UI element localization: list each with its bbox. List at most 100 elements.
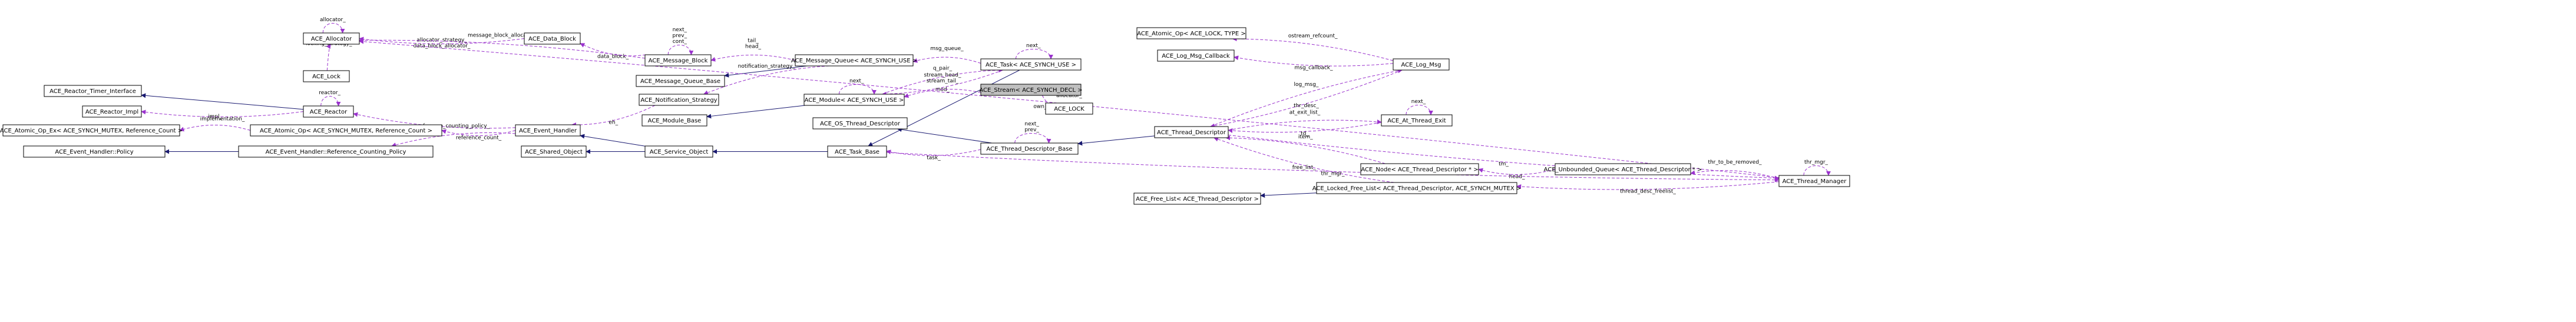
edge-label-eh: eh_ bbox=[609, 120, 618, 126]
node-service-object[interactable]: ACE_Service_Object bbox=[644, 145, 713, 158]
node-label: ACE_Locked_Free_List< ACE_Thread_Descrip… bbox=[1312, 185, 1522, 192]
node-reactor-timer-interface[interactable]: ACE_Reactor_Timer_Interface bbox=[44, 85, 142, 97]
edge-label-tail-head-1: tail_ bbox=[748, 38, 759, 44]
node-eh-policy[interactable]: ACE_Event_Handler::Policy bbox=[23, 145, 166, 158]
node-free-list[interactable]: ACE_Free_List< ACE_Thread_Descriptor > bbox=[1133, 192, 1261, 205]
node-event-handler[interactable]: ACE_Event_Handler bbox=[515, 124, 581, 137]
node-label: ACE_Thread_Descriptor bbox=[1157, 130, 1226, 136]
node-box bbox=[980, 58, 1082, 71]
edge-at-thread-exit-to-thread-descriptor bbox=[1228, 122, 1382, 133]
edge-label-allocator-big: allocator_ bbox=[1056, 93, 1082, 99]
node-stream[interactable]: ACE_Stream< ACE_SYNCH_DECL > bbox=[979, 84, 1083, 96]
edge-label-task: task_ bbox=[927, 155, 941, 161]
node-module-base[interactable]: ACE_Module_Base bbox=[641, 114, 707, 127]
edge-label-at-exit-list: at_exit_list_ bbox=[1289, 109, 1321, 115]
node-label: ACE_Node< ACE_Thread_Descriptor * > bbox=[1361, 167, 1478, 173]
edge-reactor-to-reactor-impl bbox=[141, 109, 304, 117]
node-label: ACE_Event_Handler::Reference_Counting_Po… bbox=[266, 149, 406, 155]
edge-label-at-exit-next: next_ bbox=[1411, 99, 1426, 105]
node-data-block[interactable]: ACE_Data_Block bbox=[524, 32, 581, 45]
node-task-base[interactable]: ACE_Task_Base bbox=[827, 145, 887, 158]
edge-label-allocator-self: allocator_ bbox=[320, 17, 346, 23]
edge-thread-descriptor-to-thread-manager bbox=[1228, 134, 1780, 181]
edge-label-msg-queue: msg_queue_ bbox=[930, 46, 964, 52]
node-shared-object[interactable]: ACE_Shared_Object bbox=[521, 145, 587, 158]
node-label: ACE_Thread_Manager bbox=[1783, 178, 1847, 185]
edge-service-object-to-event-handler bbox=[580, 134, 646, 147]
node-label: ACE_Module< ACE_SYNCH_USE > bbox=[805, 97, 904, 104]
node-module[interactable]: ACE_Module< ACE_SYNCH_USE > bbox=[803, 94, 905, 106]
edge-label-log-msg: log_msg_ bbox=[1294, 82, 1319, 88]
node-message-queue[interactable]: ACE_Message_Queue< ACE_SYNCH_USE > bbox=[791, 54, 917, 67]
node-os-thread-descriptor[interactable]: ACE_OS_Thread_Descriptor bbox=[812, 117, 908, 130]
edge-event-handler-to-atomic-op-ref bbox=[441, 129, 516, 136]
edge-lock-to-allocator bbox=[326, 44, 331, 71]
node-label: ACE_Log_Msg bbox=[1401, 62, 1441, 68]
node-box bbox=[1157, 49, 1235, 62]
edge-label-thr-mgr: thr_mgr_ bbox=[1321, 171, 1345, 177]
node-lock[interactable]: ACE_Lock bbox=[303, 70, 350, 82]
node-label: ACE_Reactor_Timer_Interface bbox=[49, 88, 136, 95]
node-eh-ref-policy[interactable]: ACE_Event_Handler::Reference_Counting_Po… bbox=[238, 145, 434, 158]
edge-locked-free-list-to-thread-descriptor bbox=[1213, 137, 1394, 183]
node-label: ACE_Event_Handler::Policy bbox=[55, 149, 133, 155]
edge-message-queue-to-message-block bbox=[710, 55, 796, 62]
edge-label-thread-desc-freelist: thread_desc_freelist_ bbox=[1620, 189, 1676, 195]
node-label: ACE_LOCK bbox=[1054, 106, 1084, 112]
edge-module-to-module bbox=[839, 84, 877, 95]
node-box bbox=[238, 145, 434, 158]
node-label: ACE_Shared_Object bbox=[525, 149, 583, 155]
node-box bbox=[980, 142, 1079, 155]
node-reactor[interactable]: ACE_Reactor bbox=[303, 105, 354, 118]
node-label: ACE_Log_Msg_Callback bbox=[1162, 53, 1230, 59]
node-log-msg[interactable]: ACE_Log_Msg bbox=[1393, 58, 1450, 71]
edge-label-mod: mod_ bbox=[935, 87, 950, 93]
edge-label-reactor-self: reactor_ bbox=[319, 90, 340, 96]
node-log-msg-callback[interactable]: ACE_Log_Msg_Callback bbox=[1157, 49, 1235, 62]
edge-label-ostream-refcount: ostream_refcount_ bbox=[1288, 34, 1338, 39]
node-node-td[interactable]: ACE_Node< ACE_Thread_Descriptor * > bbox=[1360, 163, 1479, 175]
node-label: ACE_Thread_Descriptor_Base bbox=[986, 146, 1072, 152]
edge-label-next-prev-cont-1: next_ bbox=[673, 27, 687, 33]
node-box bbox=[1154, 126, 1229, 138]
node-at-thread-exit[interactable]: ACE_At_Thread_Exit bbox=[1381, 114, 1453, 127]
node-atomic-op-ex[interactable]: ACE_Atomic_Op_Ex< ACE_SYNCH_MUTEX, Refer… bbox=[0, 124, 183, 137]
node-box bbox=[795, 54, 914, 67]
node-label: ACE_At_Thread_Exit bbox=[1387, 118, 1446, 124]
edge-at-thread-exit-to-at-thread-exit bbox=[1406, 105, 1433, 115]
edge-label-free-list: free_list_ bbox=[1292, 165, 1316, 171]
node-box bbox=[521, 145, 587, 158]
node-box bbox=[303, 70, 350, 82]
edge-label-q-pair: q_pair_ bbox=[933, 66, 953, 72]
edge-label-tdb-next-prev-1: next_ bbox=[1024, 121, 1039, 127]
edge-label-allocator-strategy-2: data_block_allocator_ bbox=[414, 44, 471, 49]
node-label: ACE_Reactor_Impl bbox=[85, 109, 138, 115]
node-unbounded-queue[interactable]: ACE_Unbounded_Queue< ACE_Thread_Descript… bbox=[1544, 163, 1702, 175]
node-box bbox=[1316, 182, 1517, 194]
node-allocator[interactable]: ACE_Allocator bbox=[303, 32, 360, 45]
edge-module-to-task bbox=[882, 68, 1004, 95]
node-atomic-op-lock[interactable]: ACE_Atomic_Op< ACE_LOCK, TYPE > bbox=[1136, 27, 1246, 39]
node-thread-descriptor-base[interactable]: ACE_Thread_Descriptor_Base bbox=[980, 142, 1079, 155]
node-thread-manager[interactable]: ACE_Thread_Manager bbox=[1778, 175, 1850, 187]
node-box bbox=[303, 105, 354, 118]
edge-node-td-to-thread-descriptor bbox=[1225, 135, 1385, 164]
node-locked-free-list[interactable]: ACE_Locked_Free_List< ACE_Thread_Descrip… bbox=[1312, 182, 1522, 194]
edge-label-message-block-allocator: message_block_allocator_ bbox=[468, 33, 537, 39]
node-ace-lock-macro[interactable]: ACE_LOCK bbox=[1045, 102, 1093, 115]
node-reactor-impl[interactable]: ACE_Reactor_Impl bbox=[82, 105, 142, 118]
node-message-block[interactable]: ACE_Message_Block bbox=[644, 54, 712, 67]
node-box bbox=[2, 124, 180, 137]
node-thread-descriptor[interactable]: ACE_Thread_Descriptor bbox=[1154, 126, 1229, 138]
node-message-queue-base[interactable]: ACE_Message_Queue_Base bbox=[636, 75, 725, 87]
node-notification-strategy[interactable]: ACE_Notification_Strategy bbox=[639, 94, 719, 106]
node-box bbox=[639, 94, 719, 106]
edge-thread-descriptor-base-to-os-thread-descriptor bbox=[897, 127, 993, 144]
node-atomic-op-ref[interactable]: ACE_Atomic_Op< ACE_SYNCH_MUTEX, Referenc… bbox=[250, 124, 442, 137]
node-task[interactable]: ACE_Task< ACE_SYNCH_USE > bbox=[980, 58, 1082, 71]
edge-label-allocator-strategy-1: allocator_strategy_ bbox=[416, 38, 467, 44]
node-box bbox=[1381, 114, 1453, 127]
edge-message-block-to-allocator bbox=[359, 38, 646, 59]
node-label: ACE_Message_Queue_Base bbox=[640, 78, 720, 85]
